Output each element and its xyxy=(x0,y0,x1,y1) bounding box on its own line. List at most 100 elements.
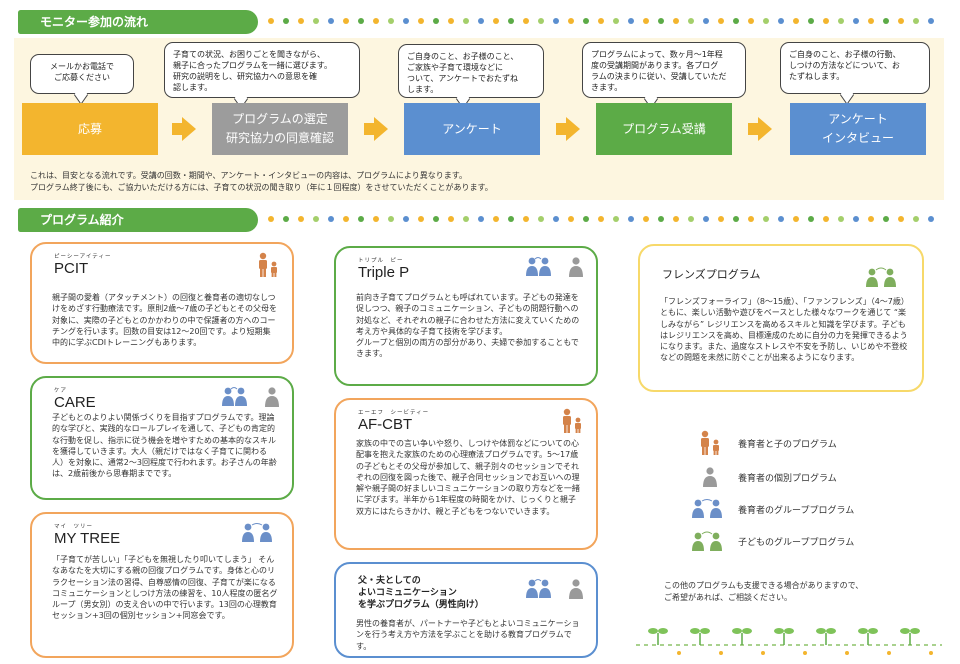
program-ruby: マイ ツリー xyxy=(54,524,94,530)
decorative-dot xyxy=(628,18,634,24)
program-title: PCIT xyxy=(54,260,89,277)
decorative-dot xyxy=(823,18,829,24)
program-ruby: トリプル ピー xyxy=(358,258,404,264)
program-description: 親子間の愛着（アタッチメント）の回復と養育者の適切なしつけをめざす行動療法です。… xyxy=(52,293,277,348)
flow-note: これは、目安となる流れです。受講の回数・期間や、アンケート・インタビューの内容は… xyxy=(30,171,467,180)
sprout-decoration-icon xyxy=(636,628,942,655)
single-parent-icon xyxy=(690,466,730,488)
decorative-dot xyxy=(823,216,829,222)
decorative-dot xyxy=(808,18,814,24)
decorative-dot xyxy=(688,18,694,24)
parent-group-icon xyxy=(525,256,584,278)
sprout-icon xyxy=(858,628,891,655)
program-ruby: ケア xyxy=(54,388,68,394)
program-title: AF-CBT xyxy=(358,416,413,433)
sprout-icon xyxy=(816,628,849,655)
decorative-dot xyxy=(628,216,634,222)
flow-bubble-apply: メールかお電話で ご応募ください xyxy=(30,54,134,105)
decorative-dot xyxy=(283,216,289,222)
section-header-programs: プログラム紹介 xyxy=(18,208,258,232)
program-card-afcbt: エーエフ シービティー AF-CBT 家族の中での言い争いや怒り、しつけや体罰な… xyxy=(334,398,598,550)
decorative-dot xyxy=(763,216,769,222)
decorative-dot xyxy=(358,18,364,24)
program-ruby: エーエフ シービティー xyxy=(358,410,430,416)
flow-step-select: プログラムの選定 研究協力の同意確認 xyxy=(212,103,348,155)
decorative-dot xyxy=(718,216,724,222)
decorative-dot xyxy=(748,216,754,222)
decorative-dot xyxy=(313,216,319,222)
decorative-dot xyxy=(478,216,484,222)
decorative-dot xyxy=(763,18,769,24)
flow-bubble-attend: プログラムによって、数ヶ月～1年程 度の受講期間があります。各プログ ラムの決ま… xyxy=(582,42,746,109)
decorative-dot xyxy=(373,216,379,222)
decorative-dot xyxy=(448,18,454,24)
program-description: 家族の中での言い争いや怒り、しつけや体罰などについての心配事を抱えた家族のための… xyxy=(356,439,580,516)
program-card-triplep: トリプル ピー Triple P 前向き子育てプログラムとも呼ばれています。子ど… xyxy=(334,246,598,386)
parent-group-icon xyxy=(221,386,280,408)
decorative-dot xyxy=(463,216,469,222)
decorative-dot xyxy=(778,216,784,222)
decorative-dot xyxy=(703,18,709,24)
legend-item: 養育者のグループプログラム xyxy=(690,498,854,520)
decorative-dot xyxy=(883,18,889,24)
decorative-dot xyxy=(583,18,589,24)
decorative-dot xyxy=(868,18,874,24)
decorative-dot-line xyxy=(268,216,938,224)
section-header-flow: モニター参加の流れ xyxy=(18,10,258,34)
program-card-friends: フレンズプログラム 「フレンズフォーライフ」（8～15歳）、「ファンフレンズ」（… xyxy=(638,244,924,392)
program-title: フレンズプログラム xyxy=(662,269,761,281)
decorative-dot xyxy=(298,18,304,24)
decorative-dot xyxy=(733,216,739,222)
decorative-dot xyxy=(433,216,439,222)
decorative-dot xyxy=(538,18,544,24)
legend-item: 子どものグループプログラム xyxy=(690,530,854,552)
program-description: 「子育てが苦しい」「子どもを無視したり叩いてしまう」 そんなあなたを大切にする親… xyxy=(52,555,278,621)
decorative-dot xyxy=(463,18,469,24)
program-ruby: ピーシーアイティー xyxy=(54,254,112,260)
program-card-father: 父・夫としての よいコミュニケーション を学ぶプログラム（男性向け） 男性の養育… xyxy=(334,562,598,658)
decorative-dot xyxy=(298,216,304,222)
decorative-dot xyxy=(388,216,394,222)
program-description: 男性の養育者が、パートナーや子どもとよいコミュニケーションを行う考え方や方法を学… xyxy=(356,619,580,651)
decorative-dot xyxy=(328,216,334,222)
legend-label: 養育者のグループプログラム xyxy=(738,505,855,516)
decorative-dot xyxy=(808,216,814,222)
decorative-dot xyxy=(658,216,664,222)
decorative-dot xyxy=(268,216,274,222)
decorative-dot xyxy=(913,18,919,24)
decorative-dot xyxy=(928,216,934,222)
sprout-icon xyxy=(690,628,723,655)
decorative-dot xyxy=(568,18,574,24)
flow-step-apply: 応募 xyxy=(22,103,158,155)
legend-label: 子どものグループプログラム xyxy=(738,537,855,548)
decorative-dot xyxy=(598,18,604,24)
decorative-dot xyxy=(928,18,934,24)
flow-step-attend: プログラム受講 xyxy=(596,103,732,155)
decorative-dot xyxy=(523,216,529,222)
decorative-dot xyxy=(853,18,859,24)
decorative-dot xyxy=(898,18,904,24)
child-group-icon xyxy=(864,266,904,288)
program-description: 子どもとのよりよい関係づくりを目指すプログラムです。理論的な学びと、実践的なロー… xyxy=(52,413,277,479)
decorative-dot xyxy=(598,216,604,222)
program-title: CARE xyxy=(54,394,96,411)
decorative-dot xyxy=(733,18,739,24)
decorative-dot xyxy=(403,18,409,24)
sprout-icon xyxy=(774,628,807,655)
program-title: 父・夫としての よいコミュニケーション を学ぶプログラム（男性向け） xyxy=(358,575,484,609)
decorative-dot xyxy=(373,18,379,24)
decorative-dot xyxy=(838,216,844,222)
decorative-dot xyxy=(778,18,784,24)
decorative-dot xyxy=(898,216,904,222)
parent-group-icon xyxy=(240,522,280,544)
program-card-care: ケア CARE 子どもとのよりよい関係づくりを目指すプログラムです。理論的な学び… xyxy=(30,376,294,500)
decorative-dot xyxy=(553,216,559,222)
decorative-dot xyxy=(883,216,889,222)
flow-step-survey: アンケート xyxy=(404,103,540,155)
program-title: MY TREE xyxy=(54,530,121,547)
flow-bubble-interview: ご自身のこと、お子様の行動、 しつけの方法などについて、お たずねします。 xyxy=(780,42,930,105)
closing-note: この他のプログラムも支援できる場合がありますので、 ご希望があれば、ご相談くださ… xyxy=(664,581,864,602)
decorative-dot xyxy=(538,216,544,222)
decorative-dot xyxy=(583,216,589,222)
decorative-dot xyxy=(283,18,289,24)
